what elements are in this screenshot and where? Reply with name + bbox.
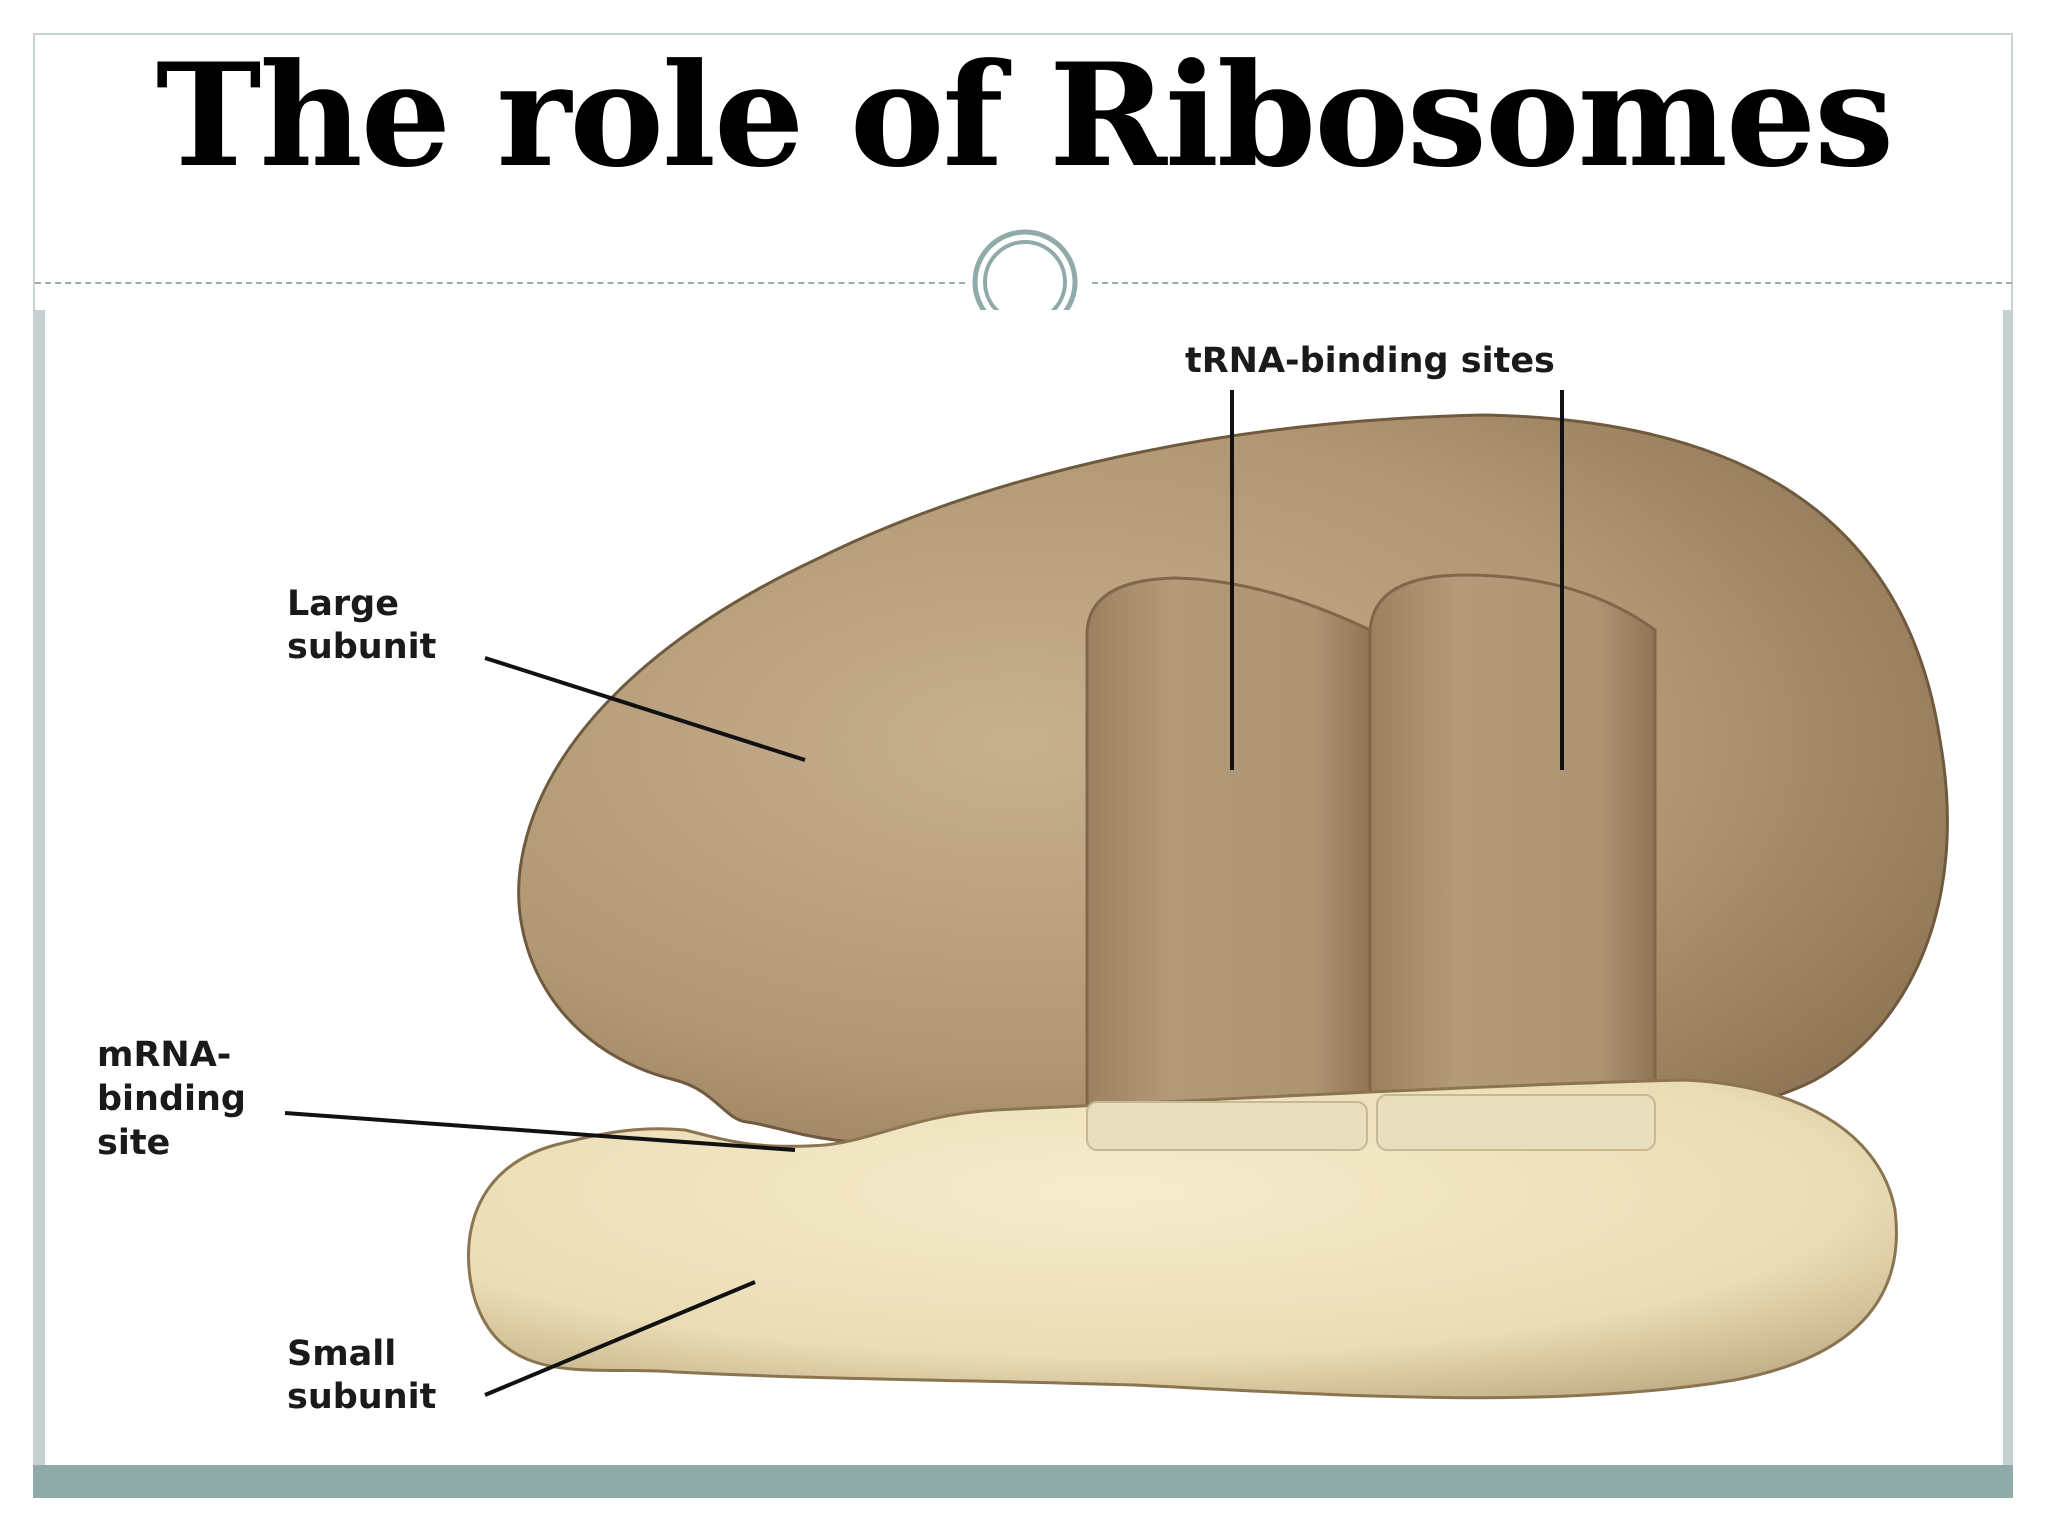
large-subunit-leader-line: [484, 656, 806, 762]
mrna-slot-left: [1086, 1101, 1368, 1151]
small-subunit-label-line1: Small: [287, 1334, 396, 1374]
slide-title: The role of Ribosomes: [155, 33, 1894, 199]
mrna-binding-label-line3: site: [97, 1123, 170, 1163]
trna-site-left: [1085, 576, 1372, 1112]
large-subunit-label-line2: subunit: [287, 627, 436, 667]
small-subunit-leader-line: [484, 1280, 756, 1397]
large-subunit-label-line1: Large: [287, 584, 399, 624]
mrna-leader-line: [284, 1111, 796, 1152]
mrna-binding-label-line2: binding: [97, 1079, 246, 1119]
small-subunit-label-line2: subunit: [287, 1377, 436, 1417]
slide-bottom-bar: [33, 1465, 2013, 1498]
trna-binding-sites-label: tRNA-binding sites: [1185, 341, 1555, 381]
mrna-binding-label-line1: mRNA-: [97, 1035, 231, 1075]
frame-left-edge: [35, 310, 45, 1465]
ring-ornament-icon: [960, 222, 1090, 318]
divider-left: [35, 282, 965, 284]
frame-right-edge: [2003, 310, 2013, 1465]
mrna-slot-right: [1376, 1094, 1656, 1151]
divider-right: [1092, 282, 2012, 284]
small-subunit-shape: [467, 1078, 1898, 1400]
trna-site-right: [1368, 573, 1657, 1112]
ribosome-diagram: tRNA-binding sites Large subunit mRNA- b…: [35, 310, 2013, 1470]
